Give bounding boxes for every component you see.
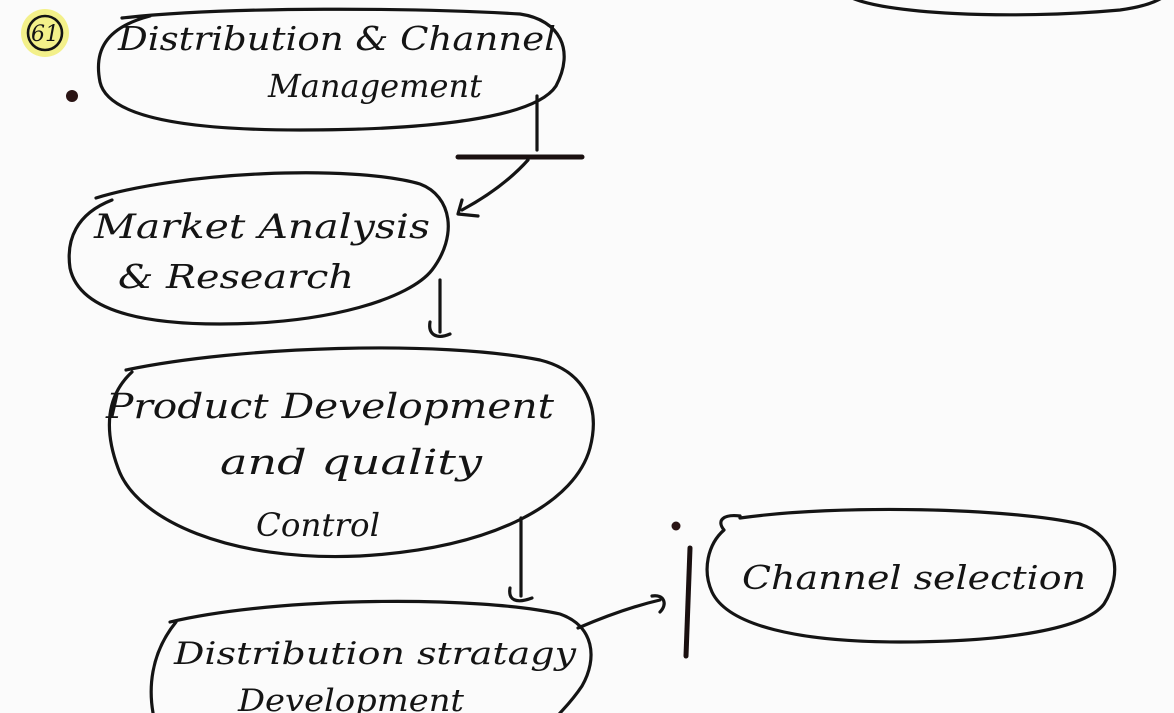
- node-label-line1: Distribution & Channel: [117, 19, 556, 58]
- connector-3-to-4: [508, 516, 534, 603]
- node-market-analysis-research: Market Analysis & Research: [67, 171, 450, 326]
- number-circle: [26, 14, 64, 52]
- node-label-line3: Control: [256, 506, 380, 544]
- node-product-development-quality: Product Development and quality Control: [105, 346, 595, 559]
- node-label-line2: and quality: [220, 443, 484, 483]
- connector-line: [576, 598, 662, 630]
- node-label-line1: Product Development: [105, 387, 555, 427]
- node-outline: [96, 7, 566, 132]
- bullet-dot-top: [66, 90, 78, 102]
- node-label-line2: Management: [267, 67, 482, 105]
- bullet-dot-right: [671, 521, 681, 531]
- connector-line: [460, 158, 530, 212]
- arrow-head: [456, 198, 480, 218]
- node-label-line1: Distribution stratagy: [173, 636, 577, 672]
- arrow-head: [428, 320, 452, 338]
- node-label-line2: & Research: [118, 257, 354, 296]
- node-label-line2: Development: [237, 683, 465, 713]
- arrow-head: [650, 594, 666, 614]
- number-badge: 61: [21, 9, 69, 57]
- node-outline: [149, 599, 593, 713]
- connector-tbar: [683, 545, 693, 659]
- node-distribution-strategy: Distribution stratagy Development: [149, 599, 593, 713]
- number-label: 61: [31, 22, 59, 47]
- partial-node-outline: [852, 0, 1162, 17]
- connector-2-to-3: [428, 278, 452, 338]
- node-label-line1: Market Analysis: [93, 207, 430, 247]
- node-outline: [107, 346, 595, 559]
- node-outline: [67, 171, 450, 326]
- node-distribution-channel-management: Distribution & Channel Management: [96, 7, 566, 132]
- node-channel-selection: Channel selection: [705, 507, 1117, 644]
- connector-4-to-5: [576, 545, 693, 659]
- node-label: Channel selection: [742, 558, 1086, 597]
- node-outline: [705, 507, 1117, 644]
- connector-1-to-2: [455, 94, 585, 218]
- arrow-head: [508, 586, 534, 603]
